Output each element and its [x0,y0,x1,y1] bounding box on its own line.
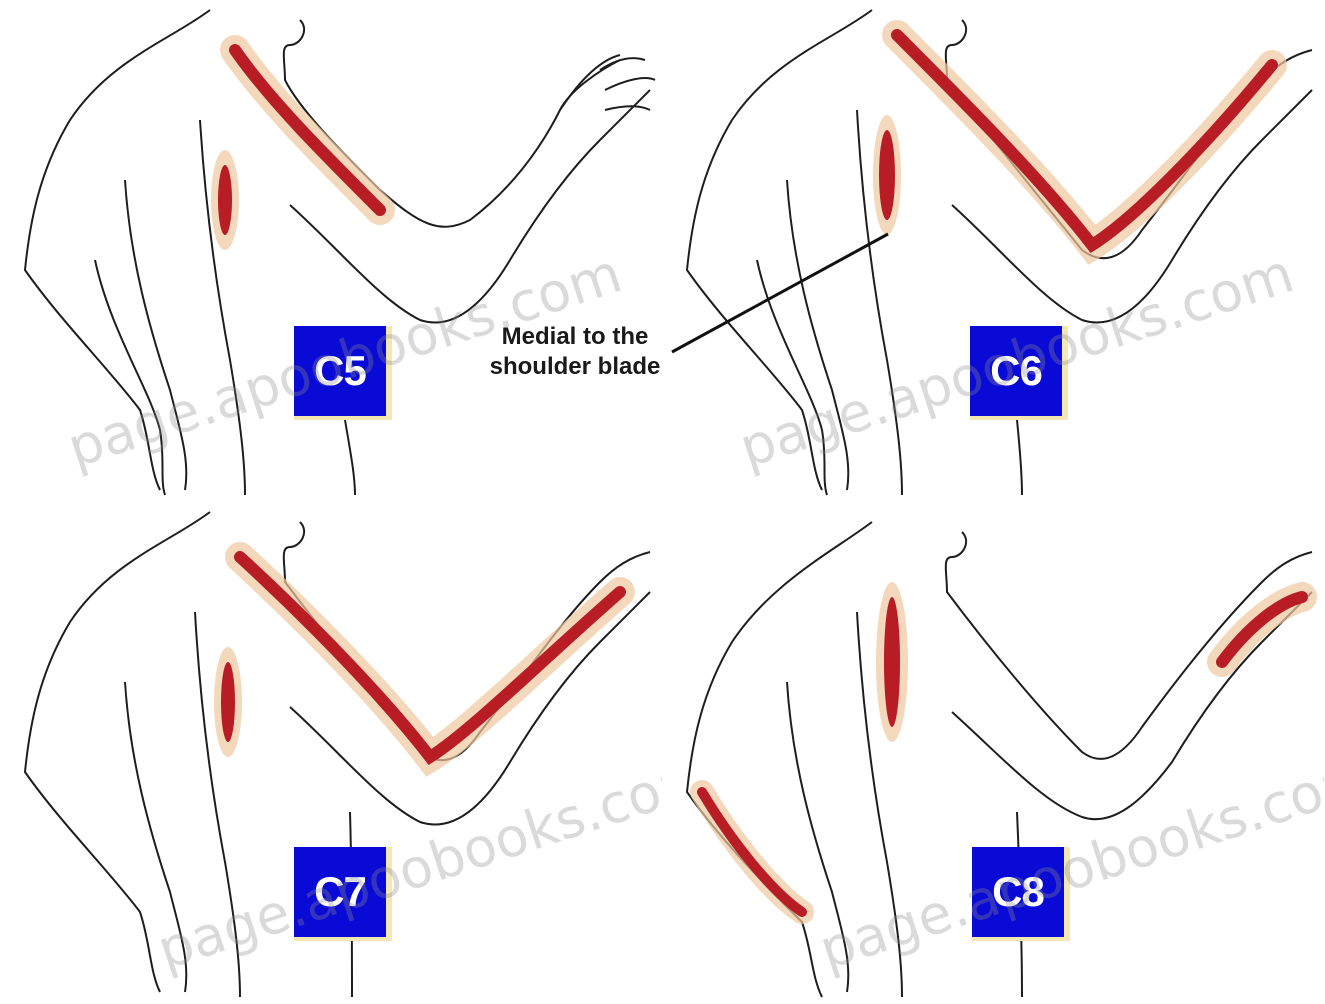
callout-label: Medial to the shoulder blade [470,322,680,382]
